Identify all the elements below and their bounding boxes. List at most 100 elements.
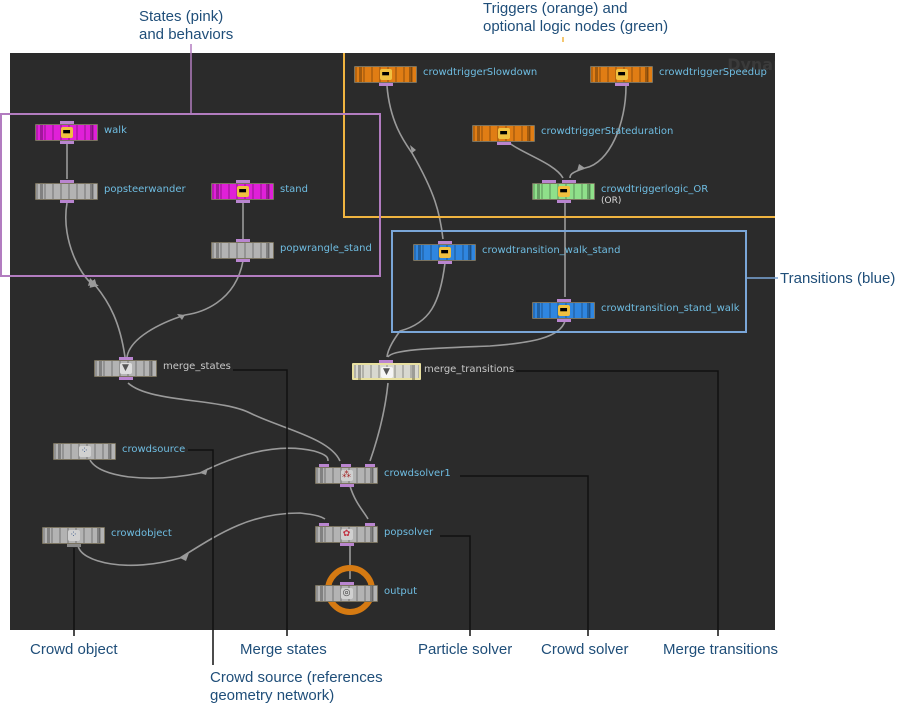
- trigger-icon: ▬: [615, 69, 628, 80]
- node-label: crowdtriggerlogic_OR: [601, 184, 709, 195]
- wire-mergetrans-crowdsolver: [369, 382, 389, 462]
- node-label: popsolver: [384, 527, 434, 538]
- output-port[interactable]: [60, 141, 74, 144]
- node-body[interactable]: ▬: [590, 66, 653, 83]
- transitions-annotation: Transitions (blue): [780, 270, 896, 287]
- input-port-1[interactable]: [319, 523, 329, 526]
- input-port[interactable]: [438, 241, 452, 244]
- node-body[interactable]: ▬: [211, 183, 274, 200]
- node-body[interactable]: ▬: [532, 183, 595, 200]
- output-port[interactable]: [236, 259, 250, 262]
- input-port[interactable]: [119, 357, 133, 360]
- input-port[interactable]: [60, 180, 74, 183]
- input-port[interactable]: [236, 180, 250, 183]
- input-port-2[interactable]: [341, 464, 351, 467]
- output-port[interactable]: [60, 200, 74, 203]
- node-label: crowdtriggerSpeedup: [659, 67, 767, 78]
- output-port[interactable]: [340, 543, 354, 546]
- node-label: crowdtriggerStateduration: [541, 126, 674, 137]
- node-body[interactable]: ▬: [472, 125, 535, 142]
- output-port[interactable]: [557, 200, 571, 203]
- input-port-2[interactable]: [365, 523, 375, 526]
- input-port-2[interactable]: [562, 180, 576, 183]
- node-label: crowdtransition_walk_stand: [482, 245, 621, 256]
- node-label: crowdtriggerSlowdown: [423, 67, 538, 78]
- crowd-solver-icon: ⁂: [340, 470, 353, 481]
- node-label: stand: [280, 184, 308, 195]
- output-port[interactable]: [67, 544, 81, 547]
- output-port[interactable]: [615, 83, 629, 86]
- transition-icon: ▬: [557, 305, 570, 316]
- node-label: merge_transitions: [424, 364, 515, 375]
- node-body[interactable]: ⁘: [42, 527, 105, 544]
- output-port[interactable]: [438, 261, 452, 264]
- node-body[interactable]: ▼: [352, 363, 421, 380]
- node-label: merge_states: [163, 361, 231, 372]
- input-port[interactable]: [340, 582, 354, 585]
- node-body[interactable]: ✿: [315, 526, 378, 543]
- node-body[interactable]: ▬: [354, 66, 417, 83]
- node-label: walk: [104, 125, 127, 136]
- wire-walkstand-mergetrans: [386, 262, 446, 358]
- output-port[interactable]: [497, 142, 511, 145]
- output-port[interactable]: [557, 319, 571, 322]
- node-body[interactable]: ▬: [35, 124, 98, 141]
- triggers-annotation: Triggers (orange) and optional logic nod…: [483, 0, 668, 36]
- particle-solver-annotation: Particle solver: [418, 641, 513, 658]
- node-body[interactable]: ◎: [315, 585, 378, 602]
- trigger-icon: ▬: [497, 128, 510, 139]
- states-annotation: States (pink) and behaviors: [139, 8, 233, 44]
- input-port[interactable]: [60, 121, 74, 124]
- node-body[interactable]: ⁂: [315, 467, 378, 484]
- agent-state-icon: ▬: [60, 127, 73, 138]
- output-port[interactable]: [379, 83, 393, 86]
- crowd-solver-annotation: Crowd solver: [541, 641, 629, 658]
- input-port-3[interactable]: [365, 464, 375, 467]
- states-annotation-line1: States (pink): [139, 8, 224, 25]
- states-annotation-line2: and behaviors: [139, 26, 234, 43]
- wire-duration-logic: [506, 140, 564, 179]
- node-label: crowdsource: [122, 444, 186, 455]
- input-port[interactable]: [557, 299, 571, 302]
- node-body[interactable]: [211, 242, 274, 259]
- output-port[interactable]: [340, 484, 354, 487]
- input-port[interactable]: [236, 239, 250, 242]
- output-port[interactable]: [119, 377, 133, 380]
- wire-crowdsolver-popsolver: [349, 485, 369, 520]
- trigger-icon: ▬: [379, 69, 392, 80]
- crowd-source-annotation-line1: Crowd source (references: [210, 669, 383, 686]
- network-canvas[interactable]: Dynar: [10, 53, 775, 630]
- wire-crowdobject-popsolver: [77, 512, 326, 567]
- node-body[interactable]: [35, 183, 98, 200]
- merge-icon: ▼: [380, 367, 393, 378]
- node-label: crowdsolver1: [384, 468, 451, 479]
- wire-standwalk-mergetrans: [387, 320, 566, 358]
- input-port-1[interactable]: [319, 464, 329, 467]
- transition-icon: ▬: [438, 247, 451, 258]
- transitions-region-box: [391, 230, 747, 333]
- triggers-region-box: [343, 53, 775, 218]
- states-region-box: [0, 113, 381, 277]
- input-port[interactable]: [379, 360, 393, 363]
- merge-icon: ▼: [119, 363, 132, 374]
- merge-transitions-annotation: Merge transitions: [663, 641, 779, 658]
- node-label: popwrangle_stand: [280, 243, 372, 254]
- input-port-1[interactable]: [542, 180, 556, 183]
- node-body[interactable]: ▼: [94, 360, 157, 377]
- logic-icon: ▬: [557, 186, 570, 197]
- node-sublabel: (OR): [601, 196, 622, 206]
- output-port[interactable]: [236, 200, 250, 203]
- merge-states-annotation: Merge states: [240, 641, 327, 658]
- agent-state-icon: ▬: [236, 186, 249, 197]
- crowd-source-annotation-line2: geometry network): [210, 687, 335, 704]
- output-icon: ◎: [340, 588, 353, 599]
- crowd-object-annotation: Crowd object: [30, 641, 118, 658]
- crowd-object-icon: ⁘: [67, 530, 80, 541]
- node-body[interactable]: ⁘: [53, 443, 116, 460]
- node-body[interactable]: ▬: [413, 244, 476, 261]
- triggers-annotation-line2: optional logic nodes (green): [483, 18, 669, 35]
- node-label: output: [384, 586, 417, 597]
- node-body[interactable]: ▬: [532, 302, 595, 319]
- pop-solver-icon: ✿: [340, 529, 353, 540]
- wire-speedup-logic: [569, 85, 627, 179]
